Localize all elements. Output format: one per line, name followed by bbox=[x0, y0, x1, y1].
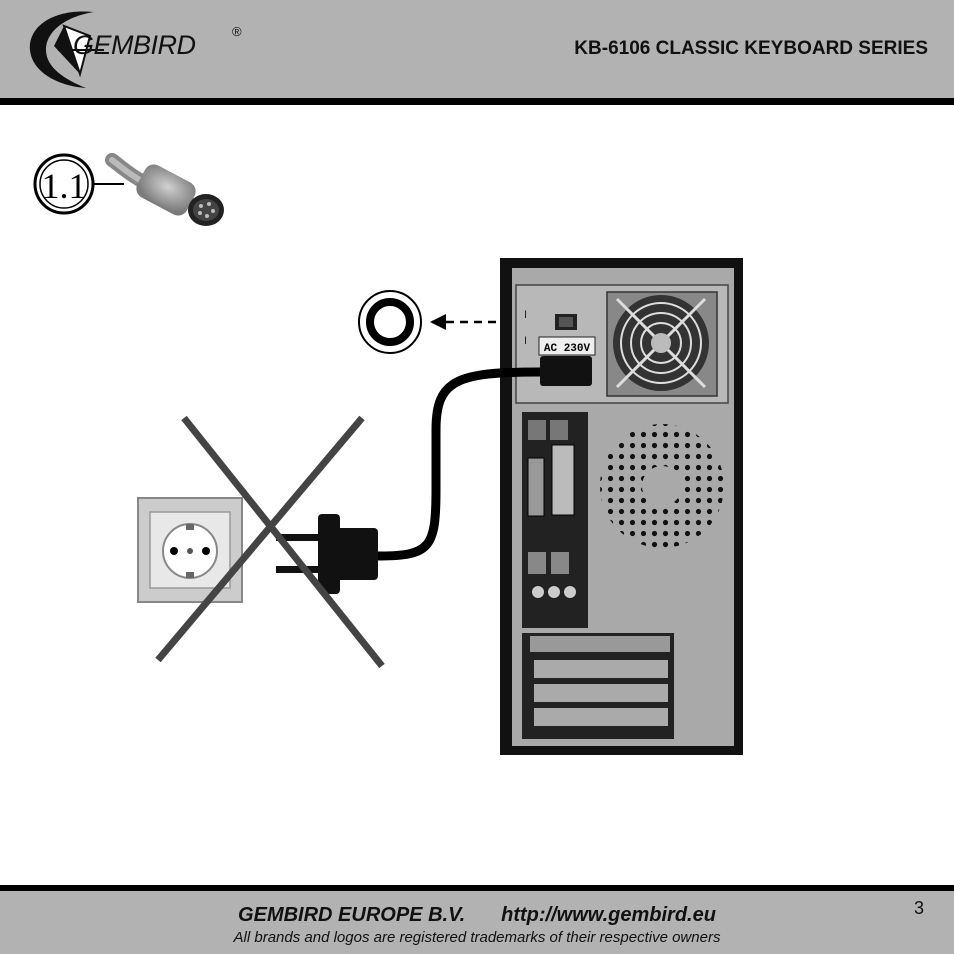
step-label: 1.1 bbox=[42, 166, 87, 206]
power-cord bbox=[373, 367, 545, 561]
iec-connector bbox=[540, 356, 592, 386]
prohibition-cross-icon bbox=[155, 415, 385, 669]
switch-mark-2: I bbox=[524, 335, 527, 347]
trademark-notice: All brands and logos are registered trad… bbox=[233, 929, 721, 946]
website-link[interactable]: http://www.gembird.eu bbox=[501, 904, 716, 926]
computer-case: AC 230V I I bbox=[500, 258, 743, 755]
company-name: GEMBIRD EUROPE B.V. bbox=[238, 904, 466, 926]
gembird-logo bbox=[29, 11, 104, 88]
psu-fan-icon bbox=[606, 291, 718, 397]
wall-socket-icon bbox=[137, 497, 243, 603]
step-badge: 1.1 bbox=[33, 153, 95, 215]
arrow-head-icon bbox=[430, 314, 446, 330]
mains-plug-icon bbox=[276, 514, 378, 594]
power-switch-symbol bbox=[358, 290, 422, 354]
footer-rule bbox=[0, 885, 954, 891]
page-header bbox=[0, 0, 954, 98]
switch-mark-1: I bbox=[524, 309, 527, 321]
page-footer bbox=[0, 891, 954, 954]
footer-company-line: GEMBIRD EUROPE B.V. http://www.gembird.eu bbox=[0, 904, 954, 927]
brand-wordmark: GEMBIRD bbox=[73, 30, 196, 60]
voltage-label: AC 230V bbox=[544, 343, 591, 355]
header-rule bbox=[0, 98, 954, 105]
gembird-logo-swoosh bbox=[29, 11, 104, 88]
series-title: KB-6106 CLASSIC KEYBOARD SERIES bbox=[574, 38, 928, 59]
registered-mark: ® bbox=[232, 24, 242, 39]
page-number: 3 bbox=[914, 898, 925, 918]
ps2-plug-icon bbox=[105, 153, 224, 226]
